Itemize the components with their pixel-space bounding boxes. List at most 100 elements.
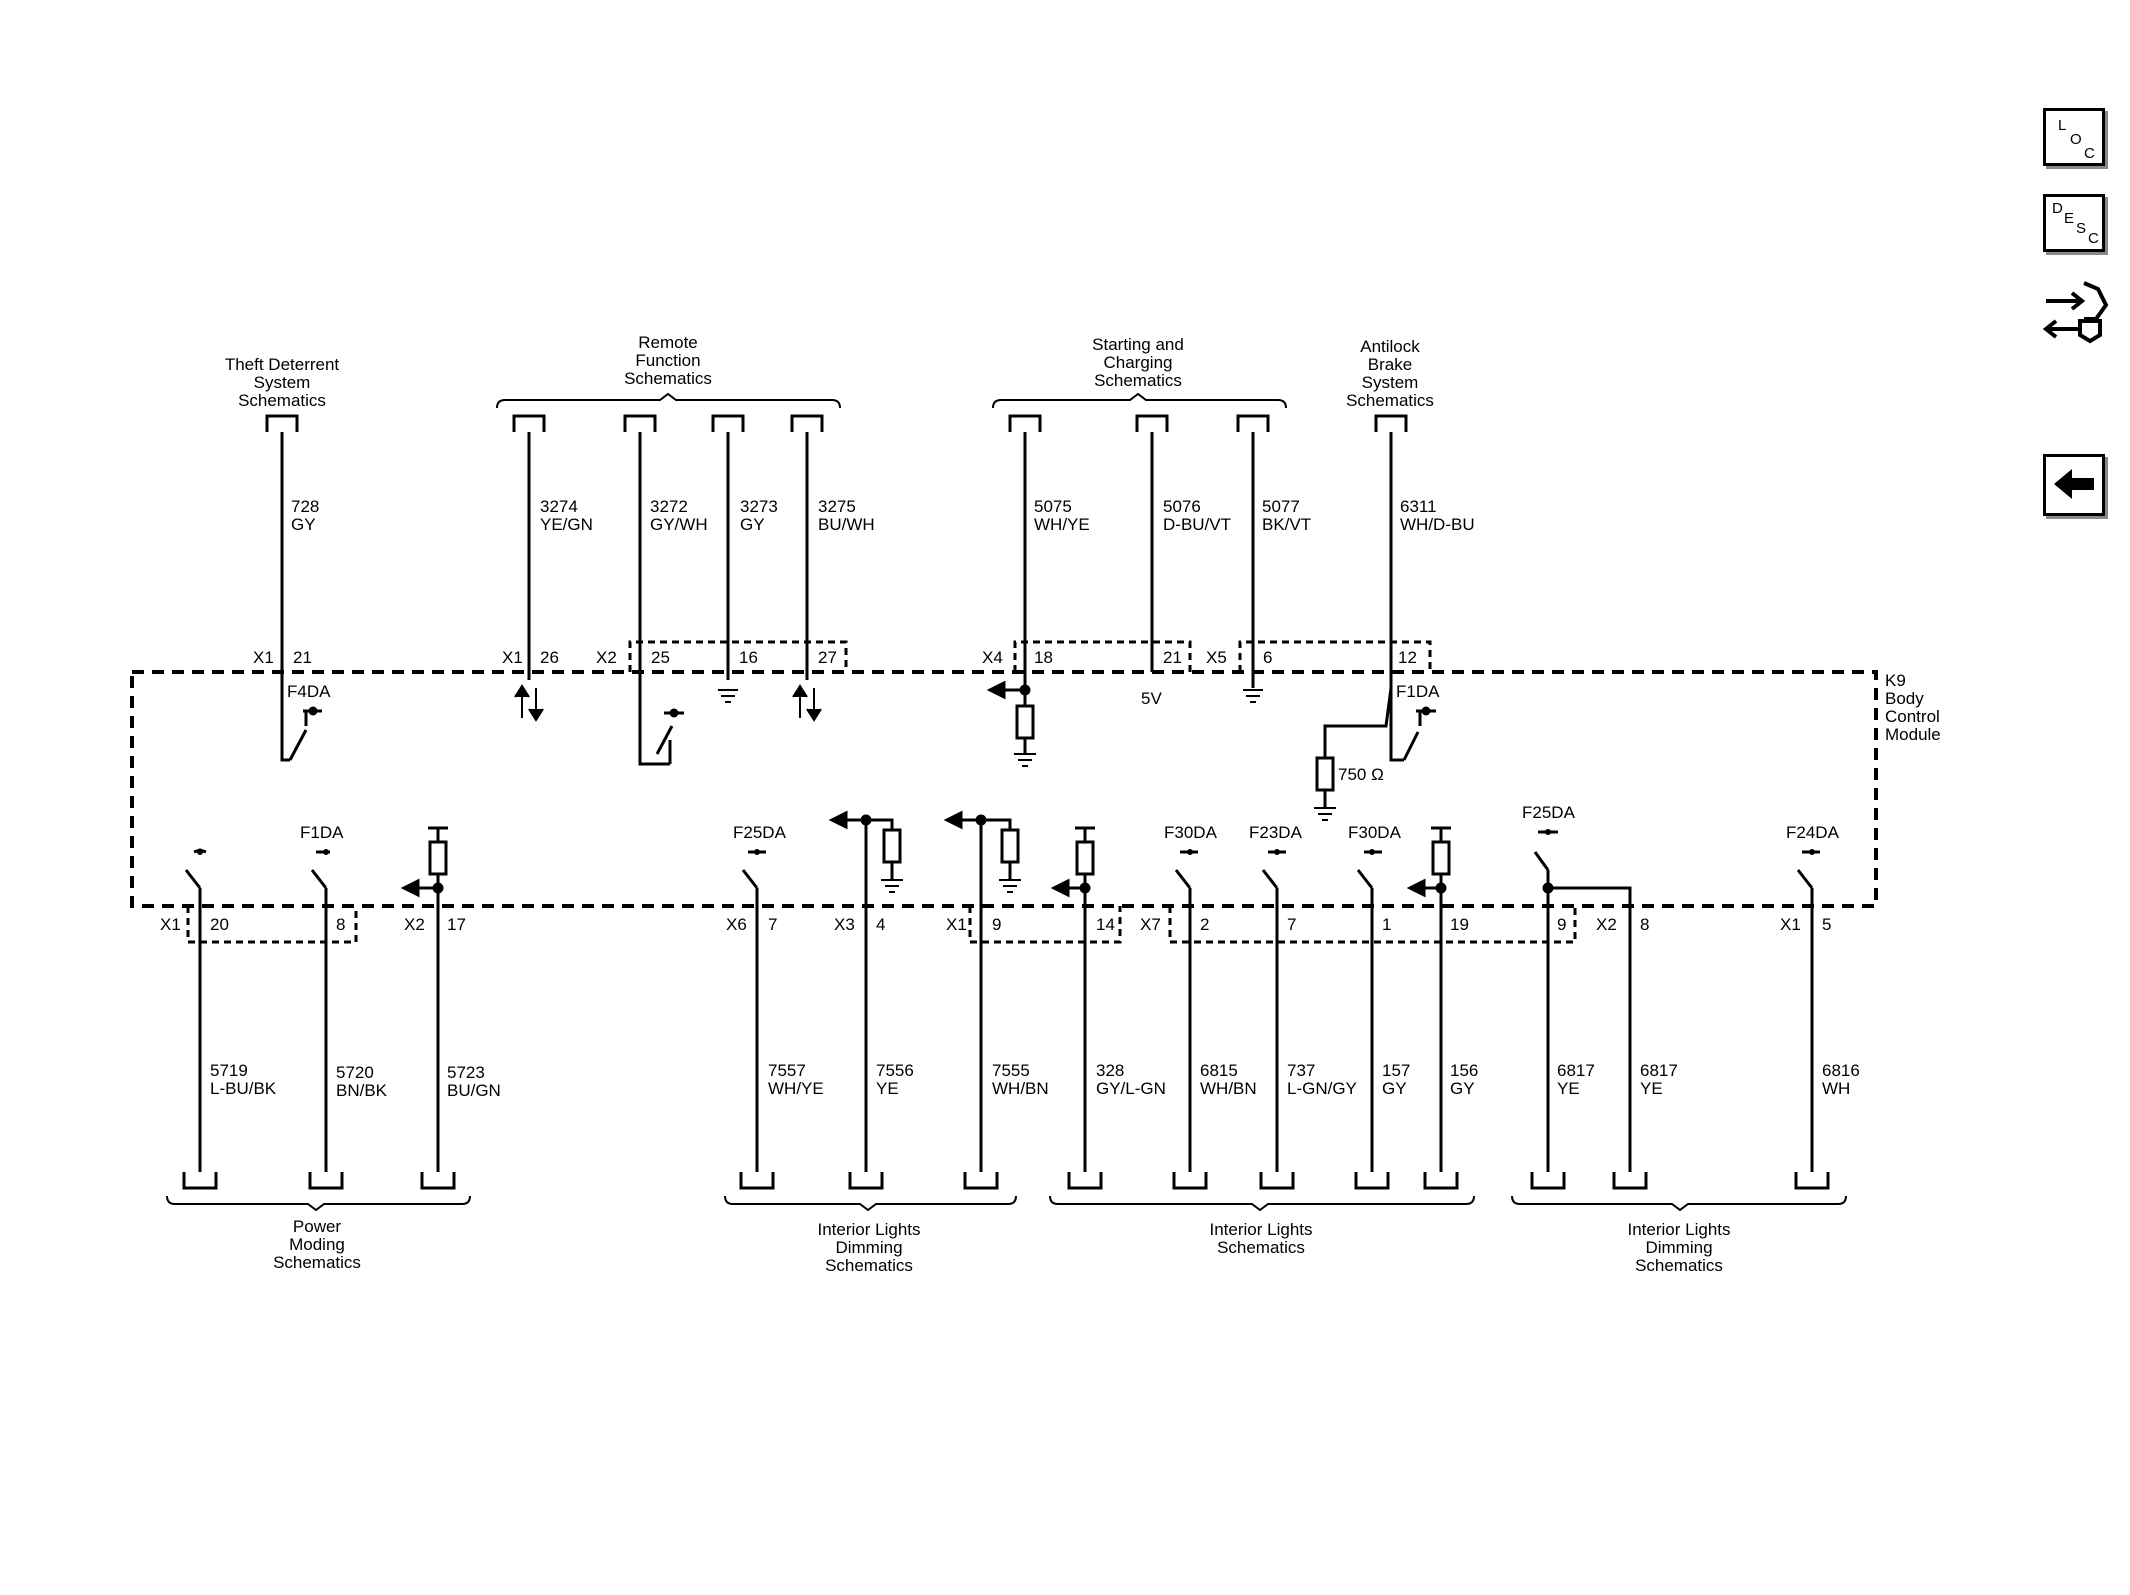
dest-starting-3: Schematics [1094, 371, 1182, 390]
top-wire-4-circuit: 3273 [740, 497, 778, 516]
bottom-wire-8-circuit: 6815 [1200, 1061, 1238, 1080]
bottom-wire-4-circuit: 7557 [768, 1061, 806, 1080]
top-wire-6-color: WH/YE [1034, 515, 1090, 534]
top-pin-x1b: X1 [502, 648, 523, 667]
desc-letter-d: D [2052, 200, 2063, 217]
switch-f1da-top [1402, 706, 1436, 761]
connector-x5-housing [1238, 640, 1432, 672]
dest-dimming2-2: Dimming [1645, 1238, 1712, 1257]
top-pin-x1a: X1 [253, 648, 274, 667]
dest-remote-2: Function [635, 351, 700, 370]
top-wire-2-color: YE/GN [540, 515, 593, 534]
bottom-wire-14-color: WH [1822, 1079, 1850, 1098]
brace-power [166, 1195, 471, 1212]
dest-abs-3: System [1362, 373, 1419, 392]
bottom-wire-10-circuit: 157 [1382, 1061, 1410, 1080]
bottom-wire-13-circuit: 6817 [1640, 1061, 1678, 1080]
bottom-terminals [182, 1172, 1830, 1190]
top-pin-18: 18 [1034, 648, 1053, 667]
bottom-pin-4: 4 [876, 915, 885, 934]
top-pin-x4: X4 [982, 648, 1003, 667]
module-label-3: Control [1885, 707, 1940, 726]
top-pin-x5: X5 [1206, 648, 1227, 667]
top-pin-16: 16 [739, 648, 758, 667]
brace-dimming2 [1511, 1195, 1847, 1212]
module-label-1: K9 [1885, 671, 1906, 690]
bottom-pin-9b: 9 [1557, 915, 1566, 934]
connector-x7-housing [1168, 906, 1577, 944]
top-wire-1-color: GY [291, 515, 316, 534]
bottom-wire-11-color: GY [1450, 1079, 1475, 1098]
dest-power-1: Power [293, 1217, 342, 1236]
dest-dimming2-3: Schematics [1635, 1256, 1723, 1275]
bottom-pin-x2b: X2 [1596, 915, 1617, 934]
label-f23da: F23DA [1249, 823, 1303, 842]
connector-x4-housing [1013, 640, 1192, 672]
top-wire-8-color: BK/VT [1262, 515, 1311, 534]
top-pin-26: 26 [540, 648, 559, 667]
dest-remote-1: Remote [638, 333, 698, 352]
bottom-pin-x1b: X1 [946, 915, 967, 934]
top-wire-5-color: BU/WH [818, 515, 875, 534]
top-pin-21b: 21 [1163, 648, 1182, 667]
top-pin-27: 27 [818, 648, 837, 667]
dest-dimming1-3: Schematics [825, 1256, 913, 1275]
dest-dimming1-1: Interior Lights [818, 1220, 921, 1239]
loc-letter-c: C [2084, 145, 2095, 162]
module-outline [130, 670, 1878, 908]
dest-interior-1: Interior Lights [1210, 1220, 1313, 1239]
back-button[interactable] [2043, 454, 2105, 516]
bottom-wire-6-circuit: 7555 [992, 1061, 1030, 1080]
bottom-pin-x7: X7 [1140, 915, 1161, 934]
bottom-wire-5-circuit: 7556 [876, 1061, 914, 1080]
dest-abs-2: Brake [1368, 355, 1412, 374]
dest-abs-1: Antilock [1360, 337, 1420, 356]
label-750-ohm: 750 Ω [1338, 765, 1384, 784]
label-f30da-b: F30DA [1348, 823, 1402, 842]
bottom-internal-symbols [184, 810, 1820, 900]
loc-button[interactable]: L O C [2043, 108, 2105, 166]
desc-button[interactable]: D E S C [2043, 194, 2105, 252]
module-label-2: Body [1885, 689, 1924, 708]
loc-letter-l: L [2058, 117, 2067, 134]
bottom-pin-x1c: X1 [1780, 915, 1801, 934]
top-wire-9-circuit: 6311 [1400, 497, 1437, 516]
resistor-750 [1314, 687, 1393, 821]
top-wire-6-circuit: 5075 [1034, 497, 1072, 516]
connector-wrench-icon[interactable] [2040, 275, 2110, 350]
brace-remote [496, 392, 841, 409]
bottom-wire-3-circuit: 5723 [447, 1063, 485, 1082]
bottom-wire-6-color: WH/BN [992, 1079, 1049, 1098]
bottom-wire-3-color: BU/GN [447, 1081, 501, 1100]
bottom-wire-1-circuit: 5719 [210, 1061, 248, 1080]
bottom-pin-1: 1 [1382, 915, 1391, 934]
bottom-pin-7: 7 [768, 915, 777, 934]
bottom-pin-2: 2 [1200, 915, 1209, 934]
bottom-pin-x3: X3 [834, 915, 855, 934]
bottom-pin-8: 8 [336, 915, 345, 934]
dest-remote-3: Schematics [624, 369, 712, 388]
label-f1da-b: F1DA [300, 823, 344, 842]
top-wire-3-color: GY/WH [650, 515, 708, 534]
dest-power-2: Moding [289, 1235, 345, 1254]
label-f24da: F24DA [1786, 823, 1840, 842]
loc-letter-o: O [2070, 131, 2082, 148]
bidirectional-arrows-3274 [514, 684, 544, 722]
bidirectional-arrows-3275 [792, 684, 822, 722]
label-f4da: F4DA [287, 682, 331, 701]
brace-interior [1049, 1195, 1475, 1212]
bottom-pin-14: 14 [1096, 915, 1115, 934]
brace-dimming1 [724, 1195, 1017, 1212]
dest-interior-2: Schematics [1217, 1238, 1305, 1257]
top-wire-2-circuit: 3274 [540, 497, 578, 516]
dest-theft-2: System [254, 373, 311, 392]
label-f30da-a: F30DA [1164, 823, 1218, 842]
label-f1da-top: F1DA [1396, 682, 1440, 701]
bottom-pin-9: 9 [992, 915, 1001, 934]
bottom-wire-14-circuit: 6816 [1822, 1061, 1860, 1080]
bottom-wire-13-color: YE [1640, 1079, 1663, 1098]
bottom-wire-2-circuit: 5720 [336, 1063, 374, 1082]
top-wire-5-circuit: 3275 [818, 497, 856, 516]
bottom-pin-x2a: X2 [404, 915, 425, 934]
top-pin-25: 25 [651, 648, 670, 667]
